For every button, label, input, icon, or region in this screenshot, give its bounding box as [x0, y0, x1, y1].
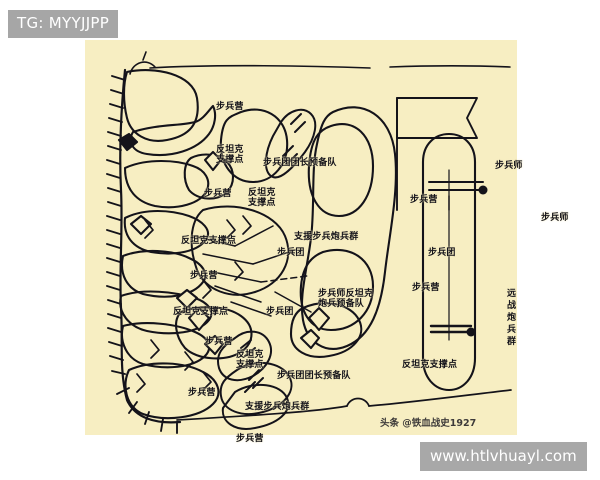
label-regiment-reserve-2: 步兵团团长预备队 [277, 371, 351, 381]
label-support-artillery-2: 支援步兵炮兵群 [245, 402, 310, 412]
regiment-reserve-oval-upper [219, 108, 289, 184]
label-bubingying-4: 步兵营 [205, 337, 233, 347]
division-symbol-arrow [428, 181, 488, 211]
label-antitank-4: 反坦克支撑点 [173, 307, 229, 317]
label-bubingying-1: 步兵营 [216, 102, 244, 112]
battalion-position-3 [121, 249, 207, 298]
antitank-strongpoint-5 [175, 306, 253, 360]
label-bubingtuan-3: 步兵团 [428, 248, 456, 258]
direction-chevrons [136, 215, 252, 393]
battalion-position-1 [122, 69, 199, 142]
label-division-right: 步兵师 [541, 213, 569, 223]
rear-boundary-line [176, 389, 512, 421]
label-division-at-reserve: 步兵师反坦克 炮兵预备队 [318, 289, 374, 309]
label-antitank-5: 反坦克 支撑点 [236, 350, 264, 370]
antitank-strongpoint-2 [183, 150, 235, 200]
label-support-artillery-1: 支援步兵炮兵群 [294, 232, 359, 242]
label-bubingying-3: 步兵营 [190, 271, 218, 281]
label-long-range-artillery: 远战炮兵群 [507, 289, 517, 347]
regiment-position-center [190, 205, 290, 296]
front-line-top [129, 51, 511, 75]
label-regiment-reserve-1: 步兵团团长预备队 [263, 158, 337, 168]
label-bubingtuan-2: 步兵团 [266, 307, 294, 317]
label-bubingying-8: 步兵营 [412, 283, 440, 293]
artillery-capsule-right-lower [221, 383, 290, 430]
label-antitank-6: 反坦克支撑点 [402, 360, 458, 370]
label-division-flag: 步兵师 [495, 161, 523, 171]
label-antitank-2: 反坦克 支撑点 [248, 188, 276, 208]
battalion-oval-right-lower [299, 248, 375, 332]
artillery-capsule-top [265, 108, 317, 179]
label-antitank-3: 反坦克支撑点 [181, 236, 237, 246]
label-bubingying-6: 步兵营 [236, 434, 264, 444]
antitank-strongpoint-1 [117, 104, 217, 156]
tactical-diagram-drawing [106, 51, 512, 434]
antitank-strongpoint-3 [123, 210, 209, 255]
label-bubingtuan-1: 步兵团 [277, 248, 305, 258]
label-antitank-1: 反坦克 支撑点 [216, 145, 244, 165]
battalion-oval-right-upper [307, 123, 375, 218]
battalion-position-5 [124, 362, 220, 420]
battalion-position-4 [121, 322, 211, 369]
regiment-outline-right [300, 106, 397, 350]
antitank-strongpoint-right [289, 302, 363, 358]
artillery-capsule-bottom [219, 361, 293, 415]
label-bubingying-7: 步兵营 [410, 195, 438, 205]
tg-watermark-badge: TG: MYYJJPP [8, 10, 119, 38]
diagram-sheet: 步兵营 反坦克 支撑点 步兵团团长预备队 步兵营 反坦克 支撑点 反坦克支撑点 … [85, 40, 568, 444]
antitank-strongpoint-4 [119, 288, 213, 335]
battalion-position-2 [123, 160, 210, 209]
label-bubingying-2: 步兵营 [204, 189, 232, 199]
site-watermark-badge: www.htlvhuayl.com [420, 442, 587, 471]
trench-ticks-left [106, 75, 178, 434]
source-credit: 头条 @铁血战史1927 [380, 418, 477, 429]
label-bubingying-5: 步兵营 [188, 388, 216, 398]
long-range-artillery-capsule [421, 132, 477, 392]
division-flag [396, 97, 478, 211]
connector-lines-center [192, 225, 312, 317]
